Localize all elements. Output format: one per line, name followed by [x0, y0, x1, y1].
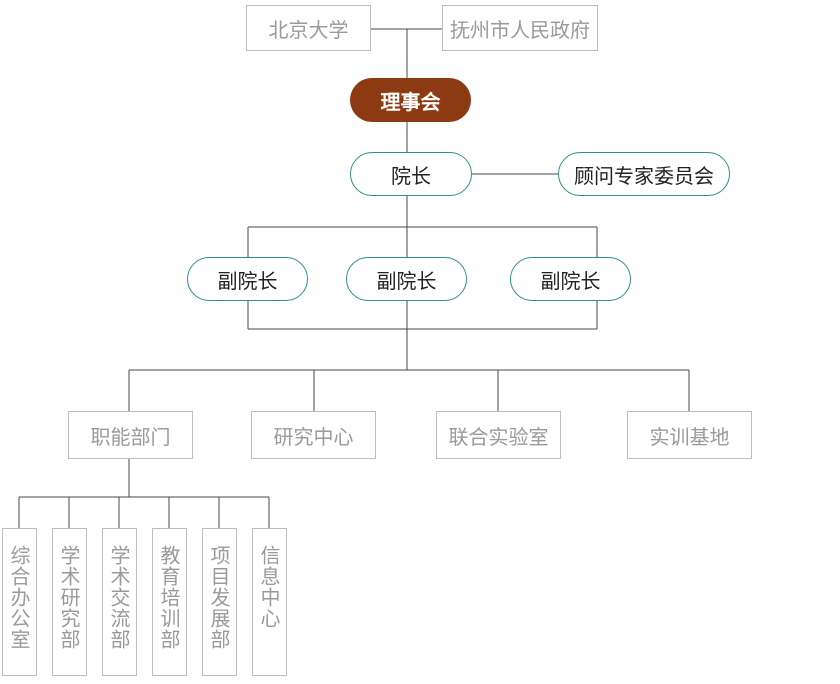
unit-academic-exchange-label: 学术交流部 [107, 545, 131, 650]
vice-president-label-1: 副院长 [217, 268, 278, 293]
department-joint-lab-label: 联合实验室 [448, 424, 549, 449]
unit-academic-exchange: 学术交流部 [102, 528, 137, 676]
council-label: 理事会 [380, 89, 441, 114]
president-label: 院长 [391, 163, 431, 188]
vice-president-node-3: 副院长 [510, 257, 631, 301]
unit-academic-research-label: 学术研究部 [57, 545, 81, 650]
unit-information-center-label: 信息中心 [257, 545, 281, 629]
vice-president-node-1: 副院长 [187, 257, 308, 301]
unit-project-development: 项目发展部 [202, 528, 237, 676]
department-training-base-label: 实训基地 [649, 424, 730, 449]
president-node: 院长 [350, 152, 472, 196]
department-research-center-label: 研究中心 [273, 424, 354, 449]
department-functional-label: 职能部门 [90, 424, 171, 449]
advisory-committee-label: 顾问专家委员会 [574, 163, 714, 188]
unit-academic-research: 学术研究部 [52, 528, 87, 676]
unit-education-training-label: 教育培训部 [157, 545, 181, 650]
department-functional: 职能部门 [68, 411, 193, 459]
vice-president-label-3: 副院长 [540, 268, 601, 293]
sponsor-peking-university-label: 北京大学 [268, 17, 349, 42]
department-research-center: 研究中心 [251, 411, 376, 459]
unit-general-office-label: 综合办公室 [7, 545, 31, 650]
advisory-committee-node: 顾问专家委员会 [558, 152, 730, 196]
unit-education-training: 教育培训部 [152, 528, 187, 676]
department-joint-lab: 联合实验室 [436, 411, 561, 459]
vice-president-node-2: 副院长 [346, 257, 467, 301]
unit-information-center: 信息中心 [252, 528, 287, 676]
vice-president-label-2: 副院长 [376, 268, 437, 293]
department-training-base: 实训基地 [627, 411, 752, 459]
sponsor-fuzhou-government-label: 抚州市人民政府 [450, 17, 590, 42]
unit-general-office: 综合办公室 [2, 528, 37, 676]
sponsor-fuzhou-government: 抚州市人民政府 [442, 5, 598, 51]
sponsor-peking-university: 北京大学 [246, 5, 371, 51]
unit-project-development-label: 项目发展部 [207, 545, 231, 650]
council-node: 理事会 [350, 78, 471, 122]
